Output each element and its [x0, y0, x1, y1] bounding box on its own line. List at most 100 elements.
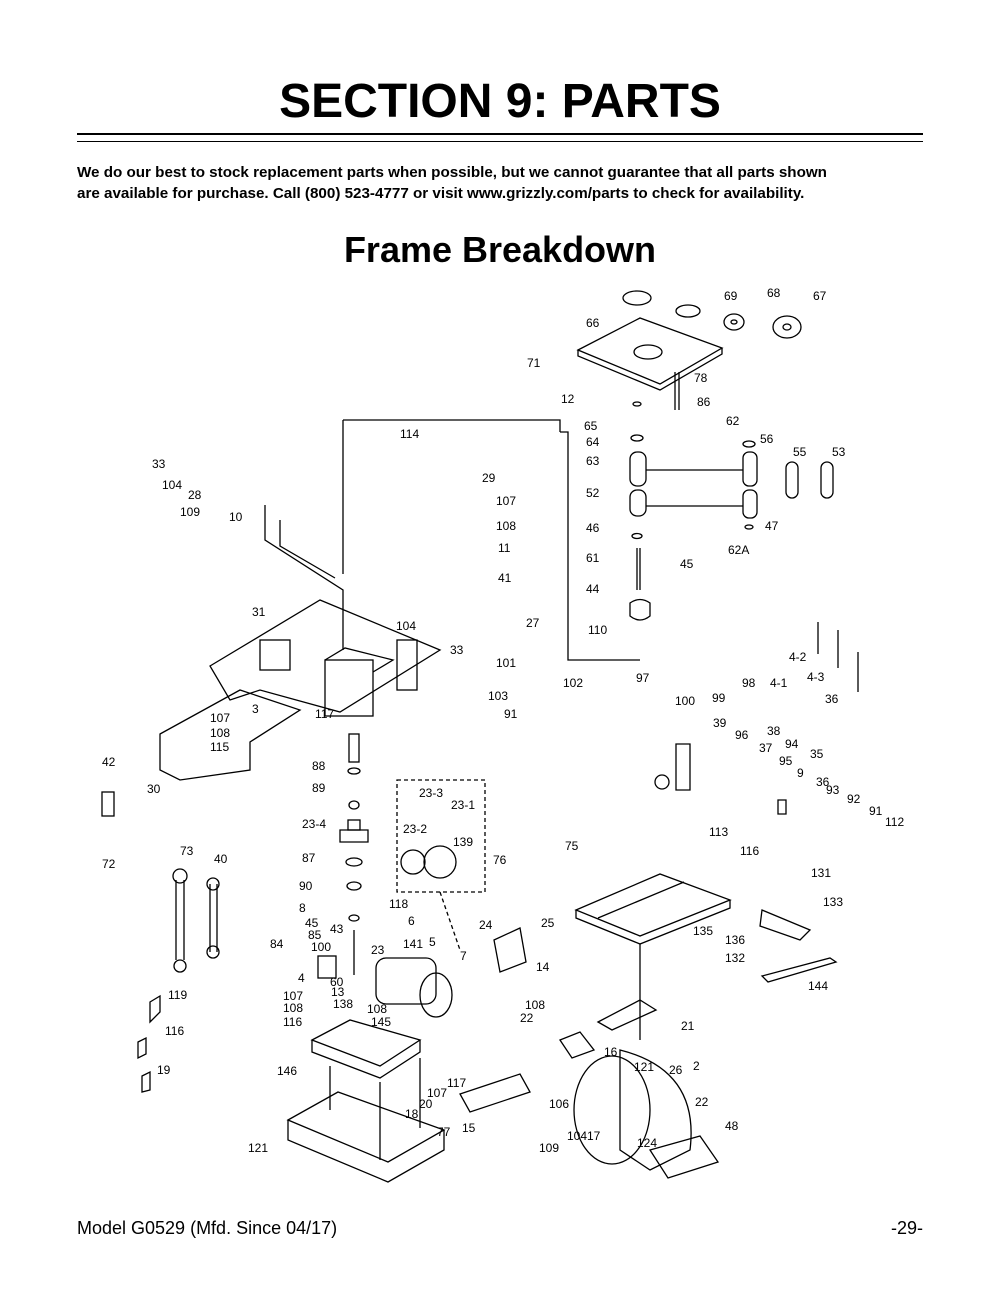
callout: 107: [283, 989, 303, 1003]
callout: 37: [759, 741, 773, 755]
callout: 71: [527, 356, 541, 370]
callout: 55: [793, 445, 807, 459]
callout: 62: [726, 414, 740, 428]
callout: 4: [298, 971, 305, 985]
callout: 15: [462, 1121, 476, 1135]
callout: 73: [180, 844, 194, 858]
callout: 68: [767, 286, 781, 300]
callout: 21: [681, 1019, 695, 1033]
callout: 41: [498, 571, 512, 585]
callout: 103: [488, 689, 508, 703]
callout: 96: [735, 728, 749, 742]
callout: 45: [680, 557, 694, 571]
callout: 6: [408, 914, 415, 928]
callout: 63: [586, 454, 600, 468]
callout: 30: [147, 782, 161, 796]
callout: 91: [869, 804, 883, 818]
page-title: SECTION 9: PARTS: [279, 75, 721, 128]
intro-line-2c: to check for availability.: [629, 185, 805, 202]
callout: 20: [419, 1097, 433, 1111]
callout: 23-3: [419, 786, 443, 800]
callout: 39: [713, 716, 727, 730]
callout: 104: [396, 619, 416, 633]
callout: 35: [810, 747, 824, 761]
callout: 45: [305, 916, 319, 930]
callout: 110: [588, 623, 607, 637]
callout: 90: [299, 879, 313, 893]
callout: 33: [450, 643, 464, 657]
callout: 5: [429, 935, 436, 949]
callout: 13: [331, 985, 345, 999]
callout: 12: [561, 392, 575, 406]
callout: 3: [252, 702, 259, 716]
callout: 76: [493, 853, 507, 867]
callout: 141: [403, 937, 423, 951]
callout: 95: [779, 754, 793, 768]
callout: 114: [400, 427, 419, 441]
callout: 118: [389, 897, 408, 911]
callout: 108: [367, 1002, 387, 1016]
callout: 131: [811, 866, 831, 880]
callout: 65: [584, 419, 598, 433]
callout: 107: [496, 494, 516, 508]
callout: 93: [826, 783, 840, 797]
callout: 67: [813, 289, 827, 303]
callout: 146: [277, 1064, 297, 1078]
intro-paragraph: We do our best to stock replacement part…: [77, 162, 923, 204]
callout: 107: [210, 711, 230, 725]
callout: 42: [102, 755, 116, 769]
callout: 100: [311, 940, 331, 954]
callout: 66: [586, 316, 600, 330]
callout: 108: [283, 1001, 303, 1015]
callout: 52: [586, 486, 600, 500]
callout: 8: [299, 901, 306, 915]
callout: 117: [447, 1076, 466, 1090]
callout: 22: [695, 1095, 709, 1109]
callout: 117: [315, 707, 334, 721]
callout: 106: [549, 1097, 569, 1111]
footer-model: Model G0529 (Mfd. Since 04/17): [77, 1218, 338, 1238]
callout: 36: [816, 775, 830, 789]
callout: 108: [525, 998, 545, 1012]
callout: 99: [712, 691, 726, 705]
section-subtitle: Frame Breakdown: [343, 229, 657, 270]
callout: 43: [330, 922, 344, 936]
callout: 89: [312, 781, 326, 795]
callout: 98: [742, 676, 756, 690]
callout: 4-2: [789, 650, 807, 664]
callout: 100: [675, 694, 695, 708]
callout: 144: [808, 979, 828, 993]
callout: 108: [210, 726, 230, 740]
callout: 88: [312, 759, 326, 773]
callout: 116: [165, 1024, 184, 1038]
callout: 31: [252, 605, 266, 619]
callout: 26: [669, 1063, 683, 1077]
callout: 75: [565, 839, 579, 853]
intro-line-1: We do our best to stock replacement part…: [77, 164, 827, 181]
callout: 107: [427, 1086, 447, 1100]
callout: 77: [437, 1125, 451, 1139]
callout: 40: [214, 852, 228, 866]
callout: 33: [152, 457, 166, 471]
callout: 121: [634, 1060, 654, 1074]
callout: 78: [694, 371, 708, 385]
callout: 121: [248, 1141, 268, 1155]
callout: 4-3: [807, 670, 825, 684]
callout: 133: [823, 895, 843, 909]
callout: 60: [330, 975, 344, 989]
callout: 23-4: [302, 817, 326, 831]
callout: 119: [168, 988, 187, 1002]
callout: 19: [157, 1063, 171, 1077]
callout: 22: [520, 1011, 534, 1025]
callout: 132: [725, 951, 745, 965]
callout: 72: [102, 857, 116, 871]
callout: 109: [539, 1141, 559, 1155]
callout: 109: [180, 505, 200, 519]
callout: 48: [725, 1119, 739, 1133]
intro-url-link[interactable]: www.grizzly.com/parts: [467, 185, 630, 202]
callout: 135: [693, 924, 713, 938]
callout: 113: [709, 825, 728, 839]
callout: 138: [333, 997, 353, 1011]
title-rule-thick: [77, 133, 923, 135]
